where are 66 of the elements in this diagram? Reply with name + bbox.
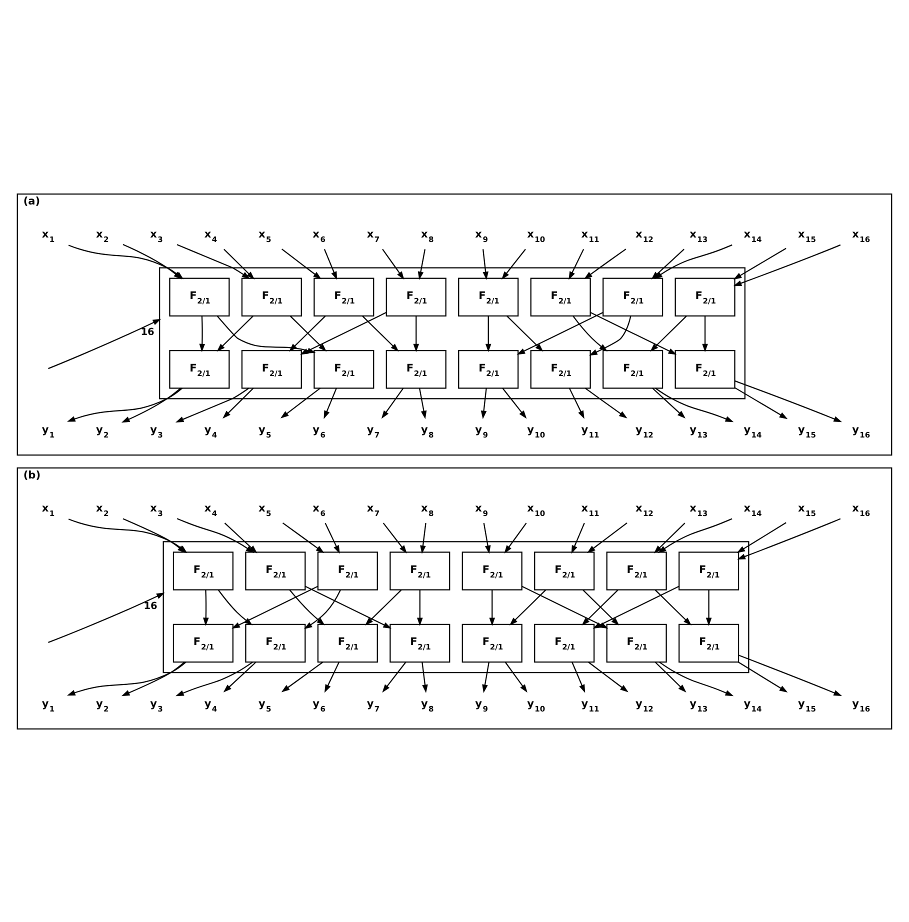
- node-text: y$_{7}$: [366, 697, 380, 713]
- node-text: x$_{6}$: [312, 228, 326, 244]
- node-text: x$_{2}$: [96, 502, 109, 518]
- node-text: y$_{1}$: [42, 424, 55, 440]
- node-text: x$_{7}$: [366, 228, 380, 244]
- node-text: y$_{10}$: [527, 697, 546, 713]
- node-text: x$_{13}$: [690, 502, 708, 518]
- node-text: y$_{10}$: [527, 424, 546, 440]
- node-text: y$_{9}$: [475, 697, 488, 713]
- node-text: x$_{4}$: [204, 502, 218, 518]
- node-text: y$_{16}$: [852, 697, 870, 713]
- node-text: x$_{5}$: [258, 228, 272, 244]
- node-text: x$_{14}$: [744, 228, 762, 244]
- edge-label: 16: [140, 326, 154, 338]
- node-text: y$_{4}$: [204, 697, 218, 713]
- node-text: x$_{10}$: [527, 502, 546, 518]
- node-text: x$_{11}$: [581, 228, 600, 244]
- node-text: x$_{5}$: [258, 502, 272, 518]
- node-text: y$_{6}$: [312, 424, 326, 440]
- node-text: y$_{5}$: [258, 697, 272, 713]
- node-text: x$_{1}$: [42, 502, 55, 518]
- node-text: x$_{9}$: [475, 228, 488, 244]
- node-text: x$_{2}$: [96, 228, 109, 244]
- node-text: x$_{4}$: [204, 228, 218, 244]
- node-text: x$_{6}$: [312, 502, 326, 518]
- node-text: y$_{15}$: [798, 424, 816, 440]
- node-text: x$_{15}$: [798, 228, 816, 244]
- edge-label: 16: [144, 600, 158, 612]
- node-text: x$_{11}$: [581, 502, 600, 518]
- node-text: x$_{9}$: [475, 502, 488, 518]
- node-text: y$_{15}$: [798, 697, 816, 713]
- node-text: x$_{12}$: [635, 228, 654, 244]
- node-text: y$_{2}$: [96, 697, 109, 713]
- node-text: y$_{5}$: [258, 424, 272, 440]
- node-text: y$_{13}$: [690, 697, 708, 713]
- node-text: y$_{16}$: [852, 424, 870, 440]
- node-text: x$_{15}$: [798, 502, 816, 518]
- node-text: y$_{11}$: [581, 424, 600, 440]
- node-text: x$_{16}$: [852, 502, 870, 518]
- node-text: y$_{6}$: [312, 697, 326, 713]
- node-text: x$_{3}$: [150, 502, 163, 518]
- node-text: y$_{14}$: [744, 697, 762, 713]
- node-text: y$_{14}$: [744, 424, 762, 440]
- node-text: y$_{2}$: [96, 424, 109, 440]
- node-text: x$_{1}$: [42, 228, 55, 244]
- node-text: y$_{8}$: [421, 697, 434, 713]
- node-text: y$_{12}$: [635, 424, 654, 440]
- node-text: x$_{7}$: [366, 502, 380, 518]
- node-text: y$_{12}$: [635, 697, 654, 713]
- node-text: x$_{13}$: [690, 228, 708, 244]
- node-text: y$_{8}$: [421, 424, 434, 440]
- node-text: y$_{7}$: [366, 424, 380, 440]
- node-text: x$_{16}$: [852, 228, 870, 244]
- node-text: x$_{12}$: [635, 502, 654, 518]
- node-text: y$_{3}$: [150, 697, 163, 713]
- node-text: y$_{13}$: [690, 424, 708, 440]
- node-text: y$_{4}$: [204, 424, 218, 440]
- node-text: y$_{3}$: [150, 424, 163, 440]
- node-text: x$_{8}$: [421, 502, 434, 518]
- node-text: x$_{8}$: [421, 228, 434, 244]
- node-text: y$_{9}$: [475, 424, 488, 440]
- node-text: y$_{1}$: [42, 697, 55, 713]
- node-text: x$_{10}$: [527, 228, 546, 244]
- node-text: y$_{11}$: [581, 697, 600, 713]
- node-text: x$_{3}$: [150, 228, 163, 244]
- node-text: x$_{14}$: [744, 502, 762, 518]
